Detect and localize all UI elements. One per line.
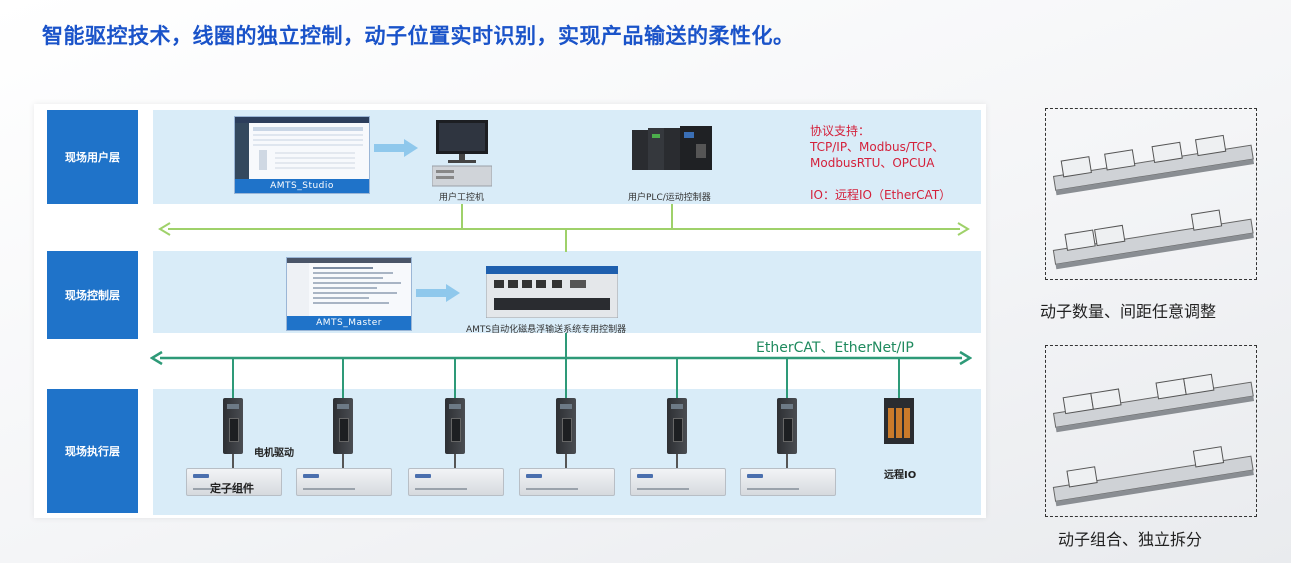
- architecture-diagram: 现场用户层 现场控制层 现场执行层 AMTS_Studio: [34, 104, 986, 518]
- connector-line: [342, 358, 344, 398]
- amts-studio-label: AMTS_Studio: [235, 179, 369, 193]
- connector-line: [898, 358, 900, 398]
- industrial-pc-icon: [432, 120, 492, 187]
- connector-line: [232, 454, 234, 468]
- connector-line: [786, 454, 788, 468]
- mover-grouping-caption: 动子组合、独立拆分: [1058, 530, 1203, 549]
- studio-window-icon: [235, 117, 369, 179]
- stator-assembly-label: 定子组件: [210, 482, 254, 495]
- motor-drive-icon: [445, 398, 465, 454]
- stator-module: [296, 468, 392, 496]
- mover-spacing-caption: 动子数量、间距任意调整: [1040, 302, 1217, 321]
- protocol-line-2: ModbusRTU、OPCUA: [810, 156, 935, 170]
- network-bus-lower: [150, 350, 972, 366]
- connector-line: [676, 358, 678, 398]
- motor-drive-icon: [223, 398, 243, 454]
- maglev-controller-label: AMTS自动化磁悬浮输送系统专用控制器: [466, 325, 627, 335]
- amts-master-label: AMTS_Master: [287, 316, 411, 330]
- mover-track-illustration: [1052, 134, 1255, 270]
- arrow-right-icon: [374, 139, 418, 157]
- connector-line: [565, 454, 567, 468]
- amts-master-screenshot: AMTS_Master: [286, 257, 412, 331]
- connector-line: [342, 454, 344, 468]
- connector-line: [671, 204, 673, 230]
- connector-line: [565, 333, 567, 360]
- stator-module: [740, 468, 836, 496]
- stator-module: [186, 468, 282, 496]
- mover-spacing-panel: [1045, 108, 1257, 280]
- remote-io-label: 远程IO: [884, 470, 917, 481]
- connector-line: [676, 454, 678, 468]
- connector-line: [461, 204, 463, 230]
- mover-grouping-panel: [1045, 345, 1257, 517]
- stator-module: [630, 468, 726, 496]
- remote-io-protocol: IO：远程IO（EtherCAT）: [810, 188, 952, 202]
- maglev-controller-icon: [486, 266, 618, 318]
- stator-module: [519, 468, 615, 496]
- motor-drive-icon: [777, 398, 797, 454]
- arrow-right-icon: [416, 284, 460, 302]
- layer-label-user: 现场用户层: [47, 110, 138, 204]
- connector-line: [454, 454, 456, 468]
- connector-line: [786, 358, 788, 398]
- protocol-title: 协议支持：: [810, 124, 871, 138]
- plc-controller-icon: [632, 126, 712, 170]
- master-window-icon: [287, 258, 411, 316]
- motor-drive-icon: [667, 398, 687, 454]
- connector-line: [232, 358, 234, 398]
- motor-drive-icon: [333, 398, 353, 454]
- motor-drive-label: 电机驱动: [254, 448, 294, 459]
- user-pc-label: 用户工控机: [439, 193, 485, 203]
- stator-module: [408, 468, 504, 496]
- motor-drive-icon: [556, 398, 576, 454]
- layer-label-control: 现场控制层: [47, 251, 138, 339]
- network-bus-upper: [158, 222, 970, 236]
- user-plc-label: 用户PLC/运动控制器: [628, 193, 711, 203]
- connector-line: [454, 358, 456, 398]
- connector-line: [565, 358, 567, 398]
- remote-io-icon: [884, 398, 914, 444]
- layer-label-exec: 现场执行层: [47, 389, 138, 513]
- bus-protocol-label: EtherCAT、EtherNet/IP: [756, 340, 914, 356]
- connector-line: [565, 230, 567, 252]
- protocol-line-1: TCP/IP、Modbus/TCP、: [810, 140, 945, 154]
- mover-track-illustration: [1052, 373, 1255, 507]
- amts-studio-screenshot: AMTS_Studio: [234, 116, 370, 194]
- page-title: 智能驱控技术，线圈的独立控制，动子位置实时识别，实现产品输送的柔性化。: [42, 24, 795, 48]
